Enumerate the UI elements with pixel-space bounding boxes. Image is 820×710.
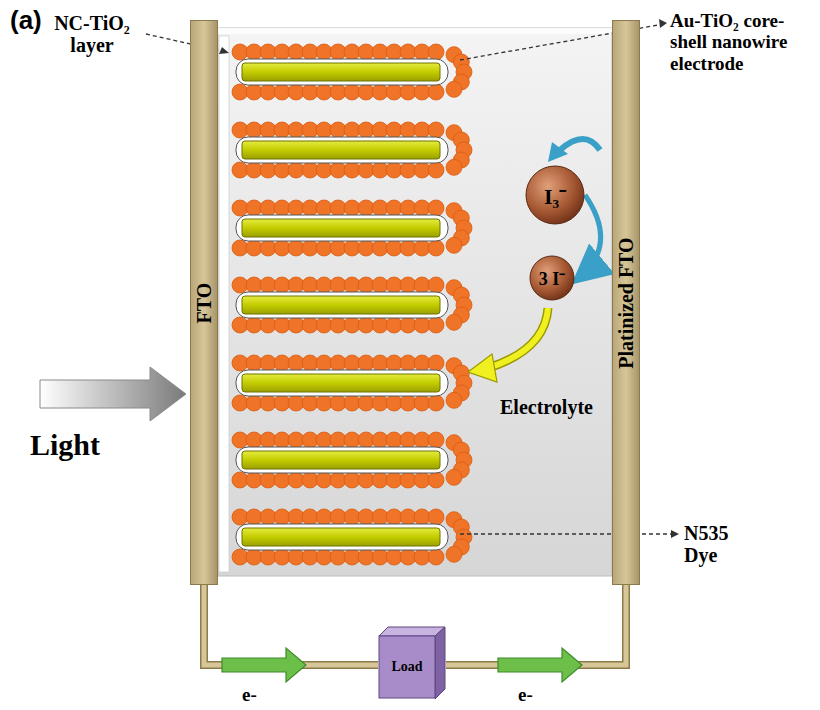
nanowire-array [232,44,472,565]
dye-particle [446,314,462,330]
light-label: Light [30,428,140,462]
node-label: FTO [194,282,214,323]
dye-particle [428,509,444,525]
tio2-shell [236,292,448,318]
chamber-top-seal [218,28,612,34]
regeneration-arrowhead [468,354,497,382]
dye-particle [428,549,444,565]
dye-particle [428,122,444,138]
leader-arrowhead [671,530,679,538]
leader-line [460,533,676,534]
core-shell-nanowire [232,509,472,565]
dye-particle [446,392,462,408]
electron-label: e- [518,684,558,705]
callout-label: NC-TiO₂ layer [42,12,142,57]
dye-particle [428,355,444,371]
core-shell-nanowire [232,44,472,100]
dye-particle [446,81,462,97]
au-core [242,141,440,159]
connector [579,195,601,278]
au-core [242,374,440,392]
load-box: Load [378,626,446,700]
tio2-shell [236,370,448,396]
dye-particle [446,546,462,562]
callout-label: Au-TiO₂ core-shell nanowire electrode [670,10,815,74]
core-shell-nanowire [232,122,472,178]
electron-flow-arrow [498,648,582,682]
nc-tio2-layer [219,36,229,572]
dye-particle [428,162,444,178]
dye-particle [428,240,444,256]
tio2-shell [236,59,448,85]
dye-particle [428,432,444,448]
tio2-shell [236,215,448,241]
tio2-shell [236,524,448,550]
electrolyte-label: Electrolyte [500,396,608,418]
dye-particle [446,469,462,485]
dye-particle [428,277,444,293]
regeneration-arrow-outline [488,308,548,368]
external-wire [446,585,626,665]
dye-particle [428,200,444,216]
external-wire-edge [446,585,626,665]
reduction-arrowhead [548,142,568,162]
tio2-shell [236,137,448,163]
node-label: I₃⁻ [544,180,566,210]
node-label: Load [391,659,422,675]
core-shell-nanowire [232,432,472,488]
light-arrow [40,367,186,421]
connector [446,585,626,665]
dye-particle [428,472,444,488]
au-core [242,63,440,81]
reduction-arrow [560,139,600,150]
dye-particle [428,84,444,100]
dye-particle [428,44,444,60]
platinized-fto-bar: Platinized FTO [612,20,640,585]
leader-arrowhead [219,47,229,54]
dye-particle [446,159,462,175]
iodide-ion: 3 I⁻ [529,255,575,301]
dye-particle [428,317,444,333]
au-core [242,219,440,237]
dye-particle [446,237,462,253]
core-shell-nanowire [232,355,472,411]
tio2-shell [236,447,448,473]
callout-label: N535 Dye [684,522,764,567]
au-core [242,451,440,469]
electron-label: e- [242,684,282,705]
node-label: Platinized FTO [616,237,636,368]
core-shell-nanowire [232,200,472,256]
core-shell-nanowire [232,277,472,333]
regeneration-arrow [488,308,548,368]
electrolyte-chamber [218,28,612,576]
electron-flow-arrow [222,648,306,682]
node-label: 3 I⁻ [539,266,566,290]
au-core [242,528,440,546]
reaction-arrow [579,195,601,278]
fto-glass-bar: FTO [190,20,218,585]
load-face: Load [379,636,435,698]
leader-arrowhead [659,19,667,28]
dye-particle [428,395,444,411]
triiodide-ion: I₃⁻ [525,165,585,225]
au-core [242,296,440,314]
